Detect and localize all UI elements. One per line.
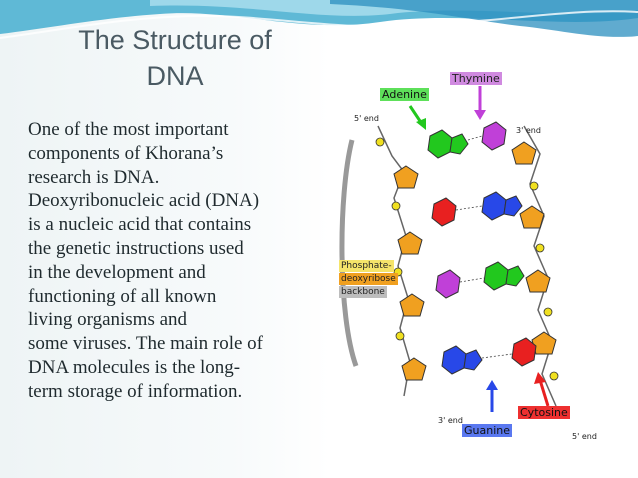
- sugar-icon: [399, 293, 425, 317]
- phosphate-icon: [375, 137, 385, 147]
- phosphate-icon: [535, 243, 545, 253]
- title-line: DNA: [146, 61, 204, 91]
- phosphate-icon: [529, 181, 539, 191]
- right-backbone-strand: [523, 125, 557, 407]
- title-line: The Structure of: [78, 25, 272, 55]
- slide-background: [0, 0, 330, 478]
- thymine-label: Thymine: [450, 72, 502, 85]
- cytosine-arrow: [538, 379, 550, 407]
- sugar-icon: [511, 141, 537, 165]
- base-pair-guanine-cytosine: [441, 337, 537, 375]
- dna-structure-diagram: Thymine Adenine Cytosine Guanine 5' end …: [334, 66, 610, 446]
- slide-title: The Structure of DNA: [30, 22, 320, 94]
- body-line: One of the most important: [28, 119, 229, 140]
- phosphate-icon: [543, 307, 553, 317]
- sugar-icon: [525, 269, 551, 293]
- end-label-bottom-right: 5' end: [572, 432, 597, 441]
- backbone-label-line: backbone: [339, 286, 387, 298]
- body-line: Deoxyribonucleic acid (DNA): [28, 190, 260, 212]
- header-wave-decoration: [0, 0, 638, 39]
- body-line: is a nucleic acid that contains: [28, 214, 252, 236]
- body-line: some viruses. The main role of: [28, 333, 263, 355]
- base-pair-adenine-thymine: [427, 121, 507, 159]
- body-paragraph: One of the most important components of …: [28, 118, 320, 404]
- sugar-icon: [393, 165, 419, 189]
- backbone-bracket: [339, 139, 359, 367]
- end-label-top-right: 3' end: [516, 126, 541, 135]
- body-line: research is DNA.: [28, 166, 160, 188]
- body-line: functioning of all known: [28, 285, 217, 307]
- sugar-icon: [397, 231, 423, 255]
- sugar-icon: [531, 331, 557, 355]
- sugar-icon: [401, 357, 427, 381]
- adenine-label: Adenine: [380, 88, 429, 101]
- phosphate-icon: [549, 371, 559, 381]
- body-line: DNA molecules is the long-: [28, 356, 241, 378]
- backbone-label-line: Phosphate-: [339, 260, 394, 272]
- body-line: in the development and: [28, 261, 206, 283]
- phosphate-icon: [391, 201, 401, 211]
- base-pair-thymine-adenine: [435, 261, 525, 299]
- sugar-icon: [519, 205, 545, 229]
- body-line: components of Khorana’s: [28, 142, 224, 164]
- end-label-top-left: 5' end: [354, 114, 379, 123]
- body-line: the genetic instructions used: [28, 237, 244, 259]
- phosphate-icon: [395, 331, 405, 341]
- backbone-label-line: deoxyribose: [339, 273, 398, 285]
- cytosine-label: Cytosine: [518, 406, 570, 419]
- guanine-label: Guanine: [462, 424, 513, 437]
- body-line: living organisms and: [28, 309, 188, 331]
- end-label-bottom-left: 3' end: [438, 416, 463, 425]
- body-line: term storage of information.: [28, 380, 243, 402]
- dna-diagram-drawing: [339, 86, 559, 412]
- base-pair-cytosine-guanine: [431, 191, 523, 227]
